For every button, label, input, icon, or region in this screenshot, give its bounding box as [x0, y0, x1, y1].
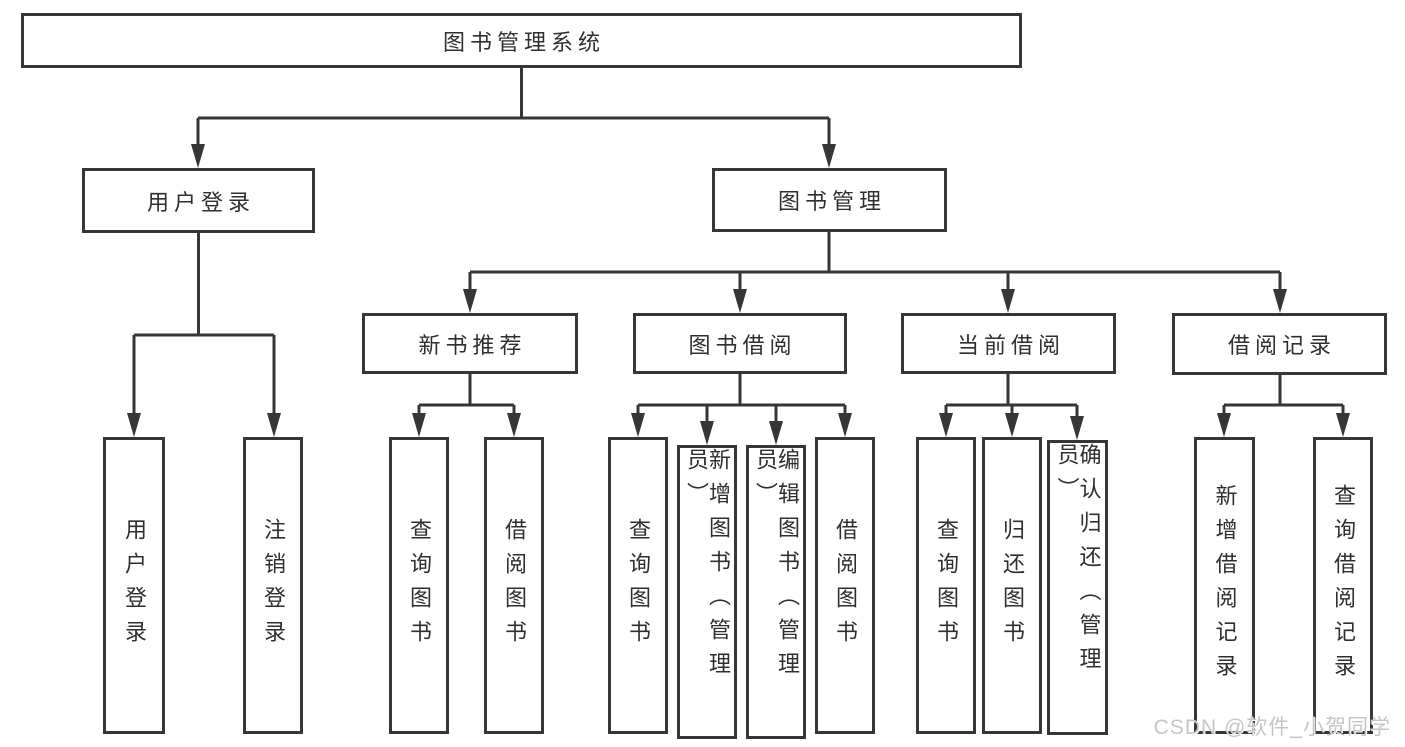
node-label: 新书推荐 — [418, 332, 527, 358]
node-label: 归还图书 — [1000, 517, 1025, 654]
node-book-borrowing: 图书借阅 — [633, 313, 847, 374]
connector-root-trunk — [196, 68, 831, 146]
node-book-management: 图书管理 — [712, 168, 947, 232]
node-label: 注销登录 — [261, 517, 286, 654]
arrowhead — [838, 413, 852, 437]
leaf-query-books-recommend: 查询图书 — [389, 437, 449, 734]
connector-new-book — [417, 373, 516, 415]
arrowhead — [267, 413, 281, 437]
arrowhead — [463, 289, 477, 313]
arrowhead — [1001, 289, 1015, 313]
connector-borrow-record — [1222, 373, 1345, 415]
node-label: 新增图书（管理员） — [684, 448, 731, 686]
arrowhead — [1336, 413, 1350, 437]
node-label: 编辑图书（管理员） — [753, 448, 800, 686]
leaf-edit-books-admin: 编辑图书（管理员） — [746, 445, 806, 739]
node-root-system: 图书管理系统 — [21, 13, 1022, 68]
leaf-borrow-books: 借阅图书 — [815, 437, 875, 734]
leaf-query-books-borrow: 查询图书 — [608, 437, 668, 734]
arrowhead — [769, 421, 783, 445]
leaf-confirm-return-admin: 确认归还（管理员） — [1047, 440, 1108, 735]
node-label: 确认归还（管理员） — [1054, 443, 1102, 681]
arrowhead — [127, 413, 141, 437]
arrowhead — [939, 413, 953, 437]
connector-current-borrow — [944, 373, 1079, 418]
arrowhead — [1005, 413, 1019, 437]
arrowhead — [822, 144, 836, 168]
node-label: 图书管理 — [777, 189, 886, 214]
arrowhead — [631, 413, 645, 437]
arrowhead — [507, 413, 521, 437]
node-label: 借阅图书 — [502, 517, 527, 654]
leaf-return-books: 归还图书 — [982, 437, 1042, 734]
arrowhead — [1070, 416, 1084, 440]
connector-book-mgmt — [468, 232, 1282, 291]
node-label: 图书管理系统 — [442, 29, 605, 55]
node-label: 用户登录 — [146, 189, 255, 215]
node-current-borrowing: 当前借阅 — [901, 313, 1116, 374]
node-new-book-recommend: 新书推荐 — [362, 313, 578, 374]
leaf-logout: 注销登录 — [243, 437, 303, 734]
connector-book-borrow — [636, 373, 847, 423]
node-label: 查询图书 — [934, 517, 959, 654]
node-label: 借阅图书 — [833, 517, 858, 654]
node-user-login: 用户登录 — [82, 168, 315, 233]
node-label: 图书借阅 — [688, 332, 797, 358]
arrowhead — [1217, 413, 1231, 437]
leaf-query-borrow-record: 查询借阅记录 — [1313, 437, 1373, 734]
node-label: 当前借阅 — [956, 332, 1065, 358]
node-label: 用户登录 — [122, 517, 147, 654]
leaf-query-books-current: 查询图书 — [916, 437, 976, 734]
node-borrowing-records: 借阅记录 — [1172, 313, 1387, 375]
node-label: 查询借阅记录 — [1331, 483, 1356, 688]
arrowhead — [1273, 289, 1287, 313]
arrowhead — [733, 289, 747, 313]
leaf-user-login: 用户登录 — [103, 437, 165, 734]
node-label: 借阅记录 — [1227, 333, 1336, 358]
leaf-add-borrow-record: 新增借阅记录 — [1194, 437, 1255, 734]
arrowhead — [412, 413, 426, 437]
node-label: 查询图书 — [407, 517, 432, 654]
connector-user-login — [132, 233, 276, 415]
arrowhead — [700, 421, 714, 445]
arrowhead — [191, 144, 205, 168]
leaf-borrow-books-recommend: 借阅图书 — [484, 437, 544, 734]
node-label: 查询图书 — [626, 517, 651, 654]
node-label: 新增借阅记录 — [1212, 483, 1238, 688]
csdn-watermark: CSDN @软件_小贺同学 — [1153, 716, 1391, 739]
leaf-add-books-admin: 新增图书（管理员） — [677, 445, 737, 739]
